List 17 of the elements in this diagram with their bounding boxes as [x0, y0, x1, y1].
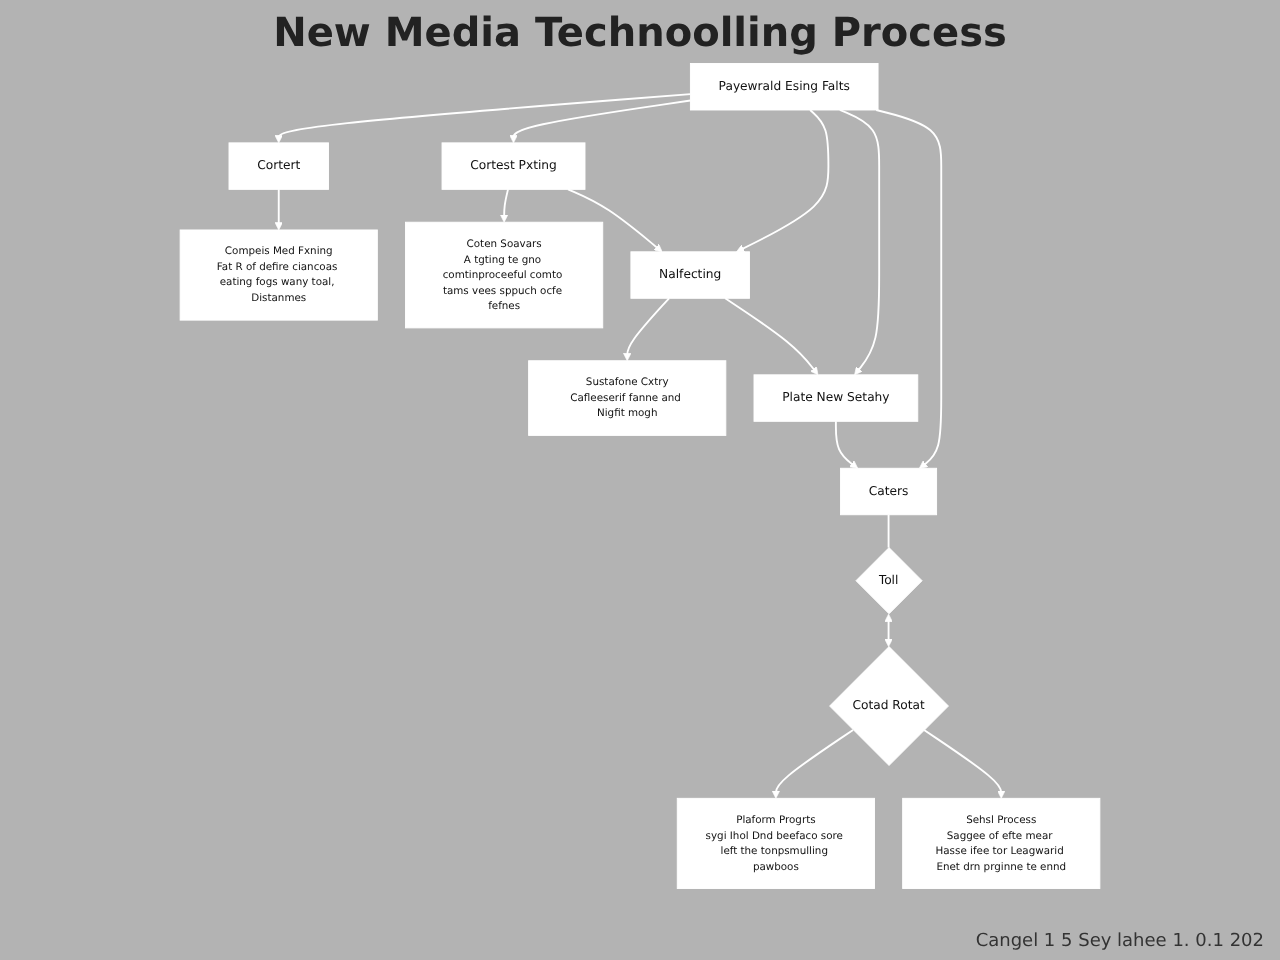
diagram-title: New Media Technoolling Process: [271, 8, 1009, 56]
connector: [887, 513, 890, 549]
arrow: [724, 297, 819, 376]
arrow: [923, 729, 1006, 799]
arrow: [834, 420, 859, 469]
arrow: [884, 613, 893, 647]
arrow: [623, 297, 670, 362]
arrow: [509, 99, 692, 144]
footer-note: Cangel 1 5 Sey lahee 1. 0.1 202: [975, 932, 1264, 952]
arrow: [875, 109, 943, 469]
arrow: [838, 109, 881, 376]
arrow: [736, 109, 830, 253]
arrow: [567, 188, 663, 253]
arrow: [771, 729, 854, 799]
arrow: [274, 93, 692, 144]
arrow: [274, 188, 283, 231]
arrow: [500, 188, 509, 223]
